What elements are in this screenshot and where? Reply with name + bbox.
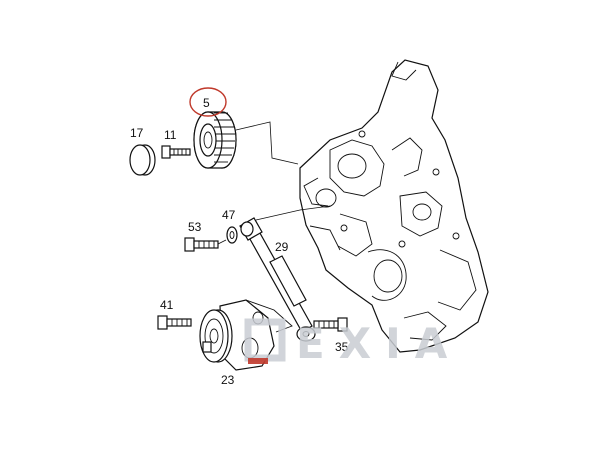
leader-line-29	[255, 205, 331, 221]
washer-part-47[interactable]	[226, 226, 238, 244]
watermark-logo: EXIA	[244, 318, 461, 368]
callout-label-11[interactable]: 11	[164, 128, 177, 142]
bolt-part-11[interactable]	[161, 145, 191, 159]
callout-label-41[interactable]: 41	[160, 298, 174, 312]
callout-label-23[interactable]: 23	[221, 373, 235, 387]
callout-label-53[interactable]: 53	[188, 220, 202, 234]
callout-label-29[interactable]: 29	[275, 240, 289, 254]
callout-label-5[interactable]: 5	[203, 96, 210, 110]
engine-block	[299, 59, 489, 353]
leader-line-5	[235, 121, 299, 165]
leader-line-53	[217, 239, 227, 245]
callout-label-47[interactable]: 47	[222, 208, 236, 222]
svg-text:EXIA: EXIA	[296, 319, 461, 368]
cap-part-17[interactable]	[129, 144, 156, 176]
shock-absorber-part-29[interactable]	[239, 217, 316, 342]
bolt-part-41[interactable]	[157, 315, 192, 330]
callout-label-35[interactable]: 35	[335, 340, 349, 354]
pulley-part-5[interactable]	[193, 111, 237, 169]
highlight-circle	[189, 87, 227, 117]
bolt-part-35[interactable]	[313, 317, 348, 332]
bolt-part-53[interactable]	[184, 237, 219, 252]
callout-label-17[interactable]: 17	[130, 126, 144, 140]
